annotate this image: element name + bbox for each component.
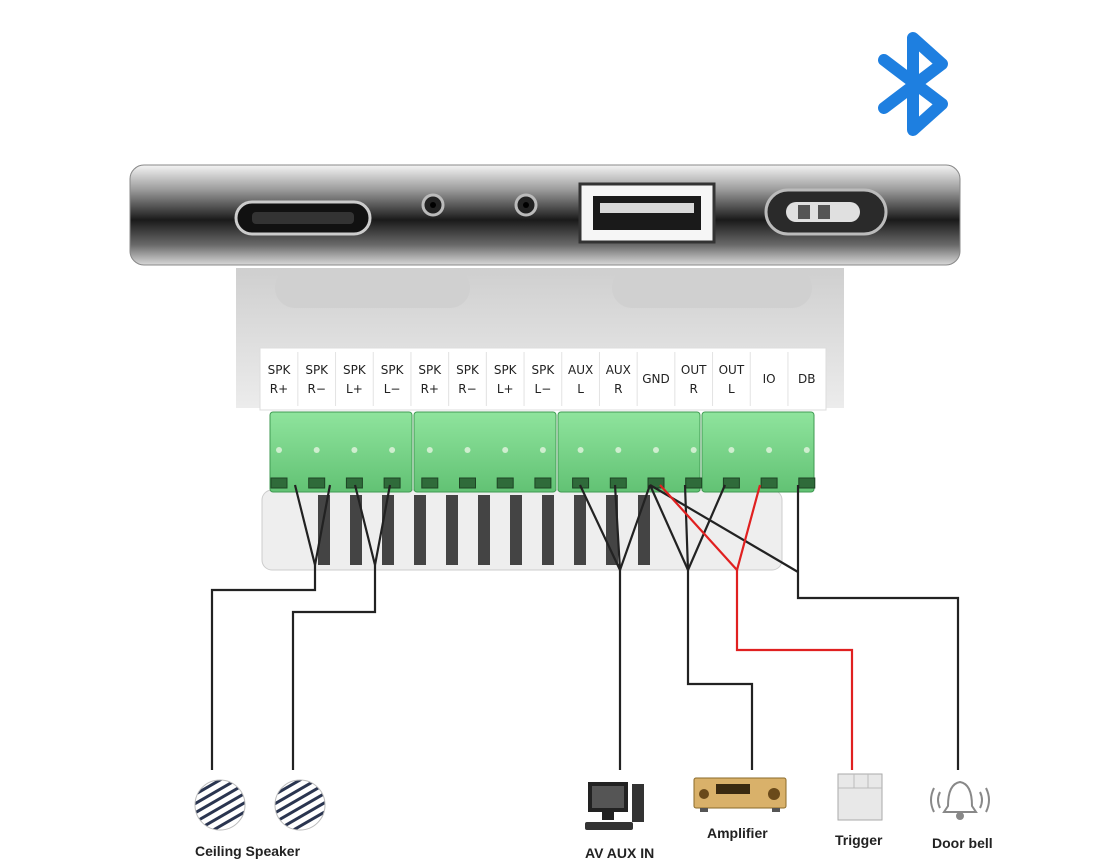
terminal-screw — [615, 447, 622, 453]
terminal-label-line2: R− — [458, 382, 476, 396]
terminal-wire-entry[interactable] — [383, 477, 401, 489]
computer-icon — [585, 782, 644, 830]
terminal-label: SPK L+ — [494, 363, 518, 396]
terminal-label-line1: SPK — [268, 363, 292, 377]
chrome-front-panel — [129, 164, 961, 266]
door-bell-icon — [930, 780, 990, 820]
terminal-label: GND — [642, 372, 670, 386]
bluetooth-icon — [878, 32, 948, 136]
terminal-screw — [539, 447, 546, 453]
terminal-label-line1: OUT — [719, 363, 745, 377]
amplifier-icon — [693, 777, 787, 812]
terminal-label-line1: SPK — [456, 363, 480, 377]
terminal-label-line2: R — [614, 382, 622, 396]
terminal-screw — [426, 447, 433, 453]
terminal-screw — [464, 447, 471, 453]
door-bell-label: Door bell — [932, 835, 993, 851]
terminal-label-line2: L+ — [346, 382, 363, 396]
terminal-wire-entry[interactable] — [496, 477, 514, 489]
terminal-screw — [502, 447, 509, 453]
terminal-label-line2: R− — [307, 382, 325, 396]
terminal-label: SPK L+ — [343, 363, 367, 396]
terminal-label-line1: AUX — [568, 363, 593, 377]
terminal-blocks — [269, 411, 815, 493]
terminal-screw — [276, 447, 282, 453]
terminal-screw — [389, 447, 396, 453]
ceiling-speaker-label: Ceiling Speaker — [195, 843, 301, 859]
terminal-label: OUT L — [719, 363, 745, 396]
terminal-wire-entry[interactable] — [308, 477, 326, 489]
terminal-label-line2: L — [577, 382, 584, 396]
terminal-label: DB — [798, 372, 815, 386]
terminal-label: OUT R — [681, 363, 707, 396]
device-body — [236, 268, 844, 571]
terminal-label-line1: SPK — [305, 363, 329, 377]
terminal-label: SPK R− — [456, 363, 480, 396]
trigger-icon — [837, 773, 883, 821]
terminal-label-line1: SPK — [381, 363, 405, 377]
terminal-screw — [690, 447, 697, 453]
terminal-label-line2: L — [728, 382, 735, 396]
terminal-label: SPK L− — [381, 363, 405, 396]
terminal-label: SPK R− — [305, 363, 329, 396]
terminal-label: SPK L− — [532, 363, 556, 396]
terminal-wire-entry[interactable] — [722, 477, 740, 489]
terminal-wire-entry[interactable] — [760, 477, 778, 489]
terminal-label-line1: OUT — [681, 363, 707, 377]
terminal-label-line2: L− — [535, 382, 552, 396]
terminal-label-line2: R — [690, 382, 698, 396]
terminal-screw — [313, 447, 320, 453]
terminal-wire-entry[interactable] — [421, 477, 439, 489]
terminal-label-line2: R+ — [270, 382, 288, 396]
terminal-label: AUX R — [606, 363, 631, 396]
terminal-label-line1: SPK — [494, 363, 518, 377]
terminal-label-strip — [259, 347, 827, 411]
ceiling-speaker-icon — [274, 779, 326, 831]
terminal-screw — [728, 447, 735, 453]
terminal-label-line1: IO — [763, 372, 776, 386]
terminal-screw — [803, 447, 810, 453]
terminal-wire-entry[interactable] — [459, 477, 476, 489]
terminal-label-line1: SPK — [418, 363, 442, 377]
trigger-label: Trigger — [835, 832, 883, 848]
terminal-label: AUX L — [568, 363, 593, 396]
terminal-label-line1: SPK — [532, 363, 556, 377]
terminal-wire-entry[interactable] — [798, 477, 816, 489]
terminal-label-line2: R+ — [421, 382, 439, 396]
terminal-label: IO — [763, 372, 776, 386]
terminal-screw — [351, 447, 358, 453]
ceiling-speaker-icon — [194, 779, 246, 831]
terminal-label-line1: GND — [642, 372, 670, 386]
terminal-label-line2: L− — [384, 382, 401, 396]
terminal-screw — [577, 447, 584, 453]
terminal-wire-entry[interactable] — [534, 477, 552, 489]
wires-black — [210, 484, 960, 770]
terminal-wire-entry[interactable] — [270, 477, 288, 489]
terminal-wire-entry[interactable] — [609, 477, 627, 489]
terminal-label-line1: DB — [798, 372, 815, 386]
terminal-label: SPK R+ — [418, 363, 442, 396]
wires-red — [659, 484, 854, 770]
terminal-label: SPK R+ — [268, 363, 292, 396]
terminal-screw — [766, 447, 773, 453]
terminal-screw — [653, 447, 659, 453]
terminal-label-line1: AUX — [606, 363, 631, 377]
amplifier-label: Amplifier — [707, 825, 768, 841]
terminal-wire-entry[interactable] — [345, 477, 363, 489]
terminal-label-line1: SPK — [343, 363, 367, 377]
terminal-wire-entry[interactable] — [685, 477, 703, 489]
terminal-label-line2: L+ — [497, 382, 514, 396]
av-aux-in-label: AV AUX IN — [585, 845, 654, 860]
